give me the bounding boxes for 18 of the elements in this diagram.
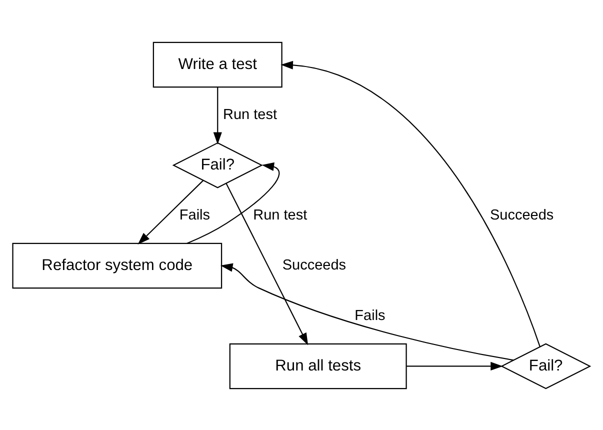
arrow	[220, 262, 514, 360]
arrow	[226, 182, 308, 345]
edge-label: Succeeds	[282, 257, 346, 274]
arrow	[280, 60, 541, 346]
edge-label: Fails	[179, 206, 210, 223]
arrow	[406, 361, 503, 370]
edge-label: Run test	[223, 106, 278, 122]
node-diamond: Fail?	[500, 342, 592, 389]
node-diamond: Fail?	[172, 142, 263, 188]
node-box: Write a test	[152, 41, 282, 88]
node-box: Refactor system code	[12, 242, 222, 288]
edge-label: Fails	[354, 307, 386, 324]
node-box: Run all tests	[229, 342, 407, 389]
edge-label: Succeeds	[490, 206, 554, 223]
arrow	[186, 162, 280, 244]
arrow	[213, 86, 222, 144]
arrow	[138, 180, 204, 244]
edge-label: Run test	[253, 206, 308, 223]
